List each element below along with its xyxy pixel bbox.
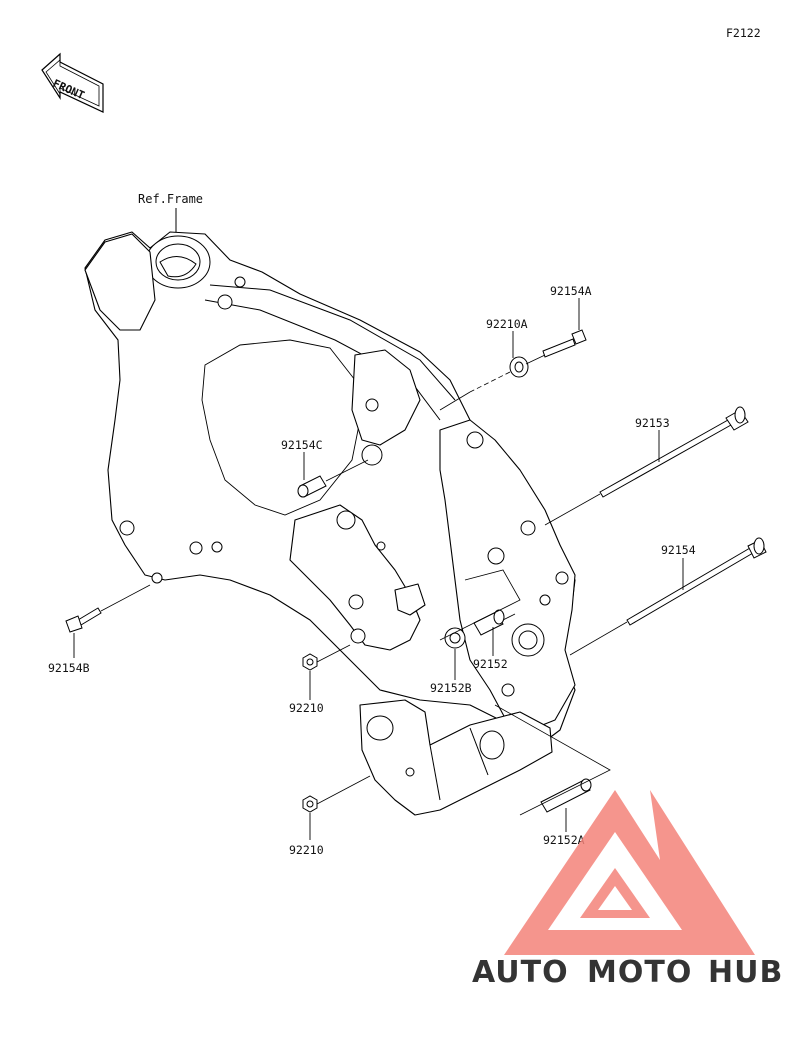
label-92154: 92154 (661, 543, 696, 557)
label-92154C: 92154C (281, 438, 323, 452)
installation-lines (100, 354, 628, 816)
watermark-hub: HUB (708, 955, 783, 990)
bolt-92153-icon (599, 406, 749, 498)
collar-92210A-icon (509, 356, 529, 378)
automotohub-watermark: AUTO MOTO HUB (472, 790, 783, 990)
label-92210-lower: 92210 (289, 843, 324, 857)
collar-92152A-icon (540, 778, 592, 813)
collar-92152-icon (473, 609, 505, 636)
label-92210-upper: 92210 (289, 701, 324, 715)
bolt-92154-icon (626, 537, 767, 626)
collar-92152B-icon (444, 627, 466, 649)
nut-92210-lower-icon (302, 795, 318, 813)
diagram-code: F2122 (726, 26, 761, 40)
bolt-92154A-icon (542, 329, 587, 358)
watermark-auto: AUTO (472, 955, 569, 990)
label-92154A: 92154A (550, 284, 592, 298)
watermark-moto: MOTO (587, 955, 692, 990)
front-arrow-icon: FRONT (41, 52, 104, 113)
bolt-92154B-icon (65, 607, 102, 633)
label-92154B: 92154B (48, 661, 90, 675)
label-92152B: 92152B (430, 681, 472, 695)
automotohub-logo-icon (504, 790, 755, 955)
leader-lines (73, 298, 684, 840)
bolt-92154C-icon (297, 475, 327, 498)
label-92210A: 92210A (486, 317, 528, 331)
nut-92210-upper-icon (302, 653, 318, 671)
ref-frame-label: Ref.Frame (138, 192, 203, 206)
label-92152: 92152 (473, 657, 508, 671)
part-labels: 92154A 92210A 92153 92154C 92154 92154B … (48, 284, 696, 857)
label-92152A: 92152A (543, 833, 585, 847)
label-92153: 92153 (635, 416, 670, 430)
frame-illustration (84, 231, 576, 816)
